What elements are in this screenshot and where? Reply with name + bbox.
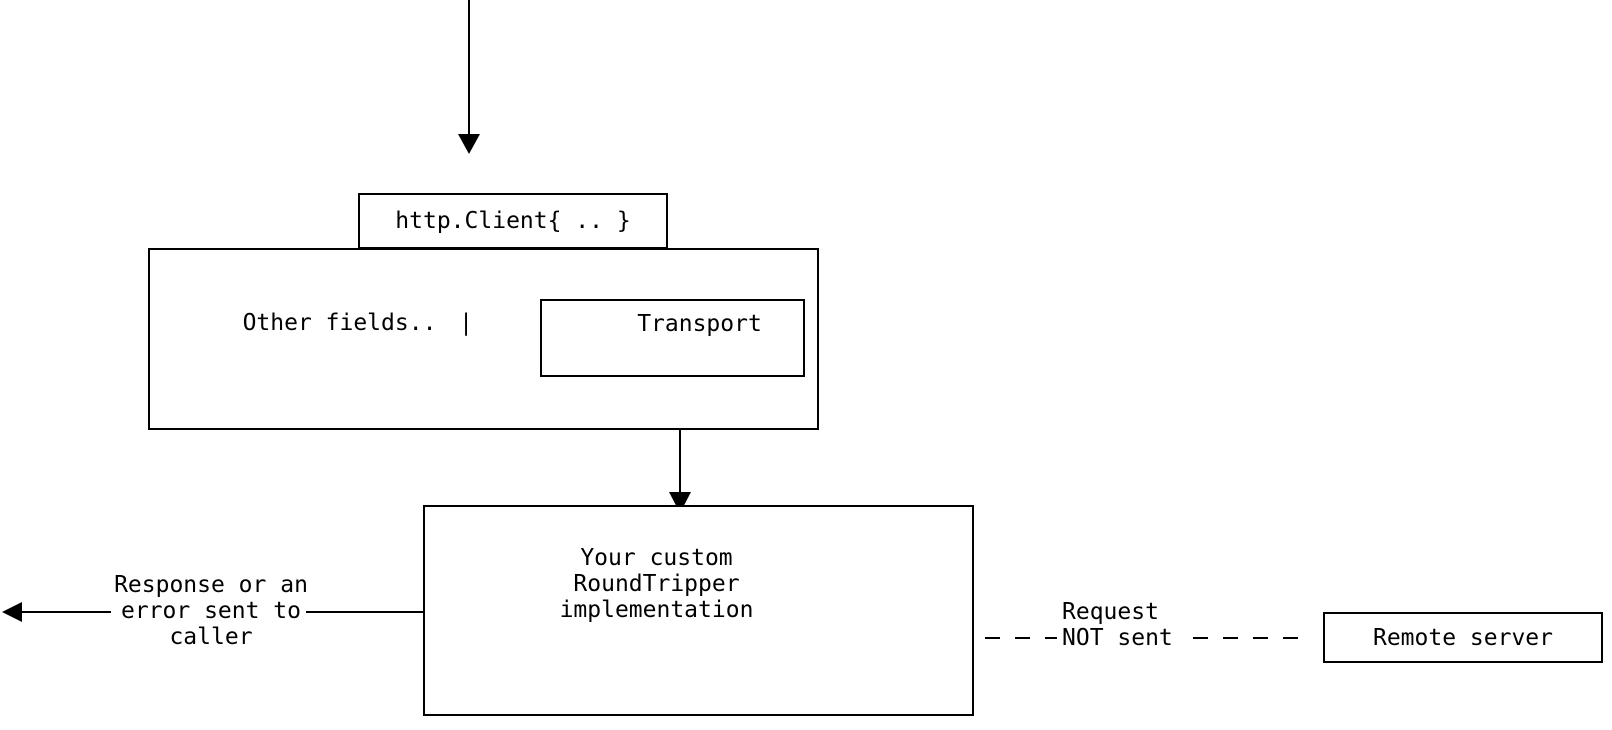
incoming-request-arrow [458,0,480,154]
transport-label: Transport [637,311,762,337]
roundtripper-box: Your custom RoundTripper implementation [423,505,974,716]
request-not-sent-label: Request NOT sent [1062,599,1173,651]
other-fields-box: Other fields.. | [204,295,475,350]
arrowhead-left-icon [2,602,22,622]
response-label-line2: error sent to [120,598,301,624]
http-client-box: http.Client{ .. } [358,193,668,249]
other-fields-label: Other fields.. [242,309,437,336]
response-to-caller-arrow [2,602,423,622]
request-label-line1: Request [1062,599,1159,625]
response-label-line3: caller [169,624,253,650]
roundtripper-label-line3: implementation [559,597,754,623]
roundtripper-label-line2: RoundTripper [573,571,740,597]
response-label-line1: Response or an [114,572,308,598]
response-label: Response or an error sent to caller [101,572,321,650]
http-client-label: http.Client{ .. } [395,208,631,234]
transport-box: Transport [540,299,805,377]
remote-server-label: Remote server [1372,624,1553,651]
field-separator-bar: | [459,309,473,336]
arrowhead-down-icon [458,134,480,154]
arrowhead-down-icon [669,492,691,513]
roundtripper-label-line1: Your custom [580,545,733,571]
request-label-line2: NOT sent [1062,625,1173,651]
remote-server-box: Remote server [1323,612,1603,663]
